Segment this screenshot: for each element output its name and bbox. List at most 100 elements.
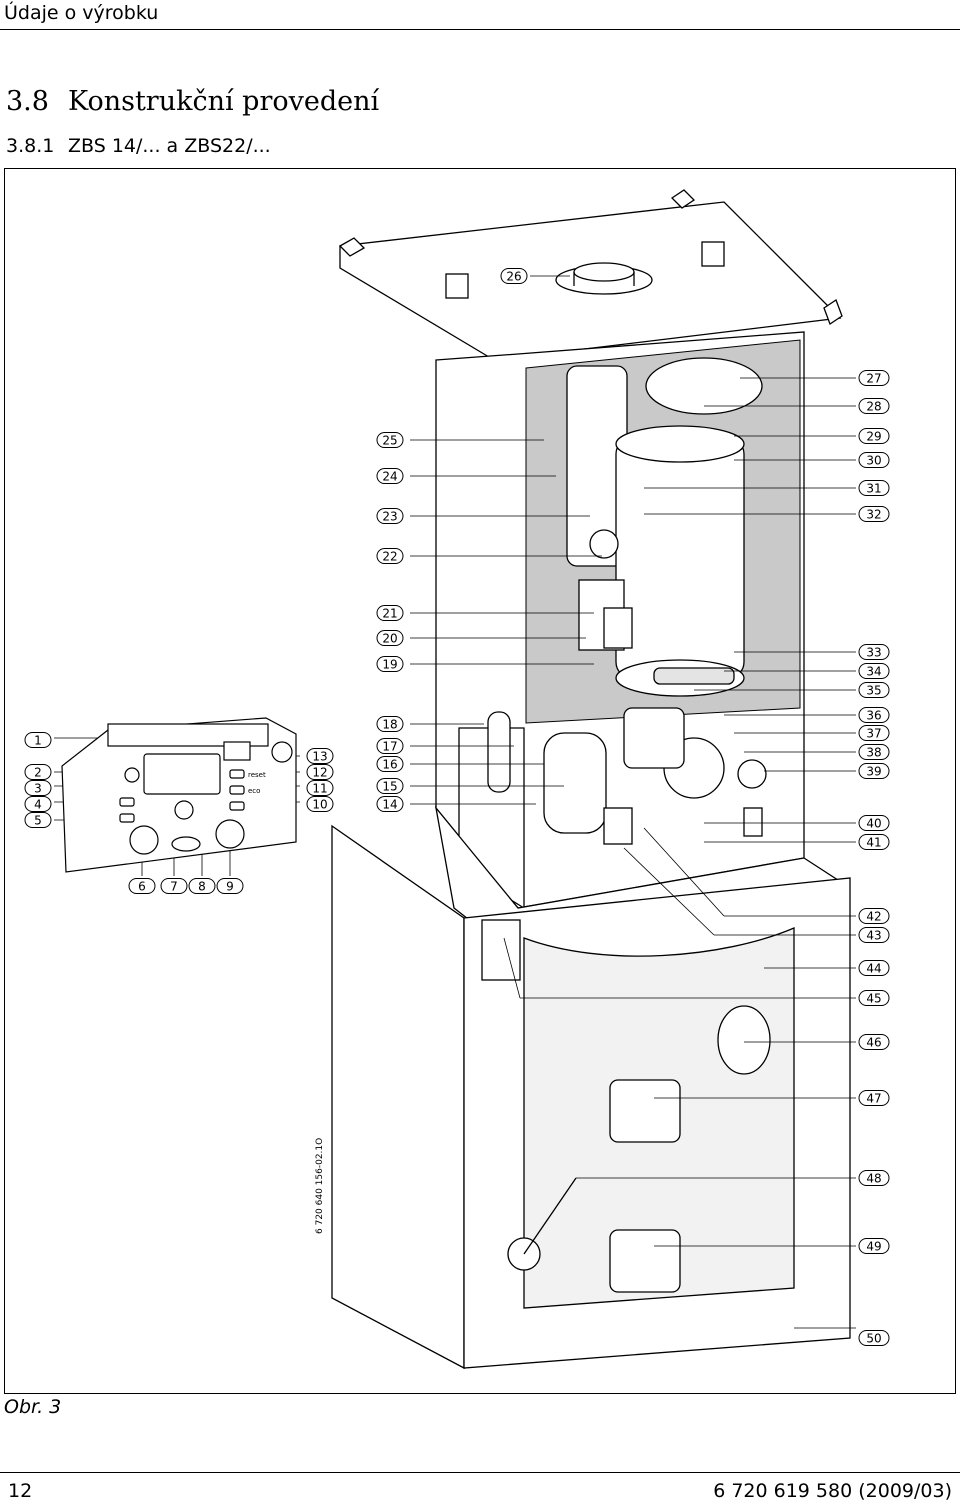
callout-number: 3: [34, 782, 42, 796]
callout-number: 40: [866, 817, 881, 831]
heat-exchanger-drawing: [615, 437, 745, 679]
callout-41: 41: [858, 834, 890, 850]
callout-8: 8: [188, 878, 216, 894]
callout-number: 19: [382, 658, 397, 672]
callout-number: 27: [866, 372, 881, 386]
callout-14: 14: [376, 796, 404, 812]
callout-number: 9: [226, 880, 234, 894]
page-number: 12: [8, 1480, 33, 1502]
callout-number: 8: [198, 880, 206, 894]
callout-28: 28: [858, 398, 890, 414]
callout-number: 35: [866, 684, 881, 698]
callout-number: 15: [382, 780, 397, 794]
callout-number: 2: [34, 766, 42, 780]
callout-number: 30: [866, 454, 881, 468]
callout-35: 35: [858, 682, 890, 698]
footer-rule: [0, 1472, 960, 1473]
callout-29: 29: [858, 428, 890, 444]
callout-7: 7: [160, 878, 188, 894]
callout-34: 34: [858, 663, 890, 679]
subsection-number: 3.8.1: [6, 135, 55, 157]
running-header: Údaje o výrobku: [0, 0, 960, 30]
callout-4: 4: [24, 796, 52, 812]
callout-44: 44: [858, 960, 890, 976]
callout-number: 45: [866, 992, 881, 1006]
callout-number: 46: [866, 1036, 881, 1050]
callout-number: 10: [312, 798, 327, 812]
callout-number: 50: [866, 1332, 881, 1346]
callout-11: 11: [306, 780, 334, 796]
callout-number: 16: [382, 758, 397, 772]
callout-49: 49: [858, 1238, 890, 1254]
boiler-exploded-drawing: reset eco 6 720 640 156-02.1O 1234567891…: [4, 168, 956, 1394]
lower-cabinet-left-drawing: [331, 824, 465, 1370]
callout-number: 22: [382, 550, 397, 564]
callout-number: 31: [866, 482, 881, 496]
callout-number: 4: [34, 798, 42, 812]
callout-37: 37: [858, 725, 890, 741]
callout-number: 14: [382, 798, 397, 812]
callout-21: 21: [376, 605, 404, 621]
callout-31: 31: [858, 480, 890, 496]
callout-number: 34: [866, 665, 881, 679]
callout-number: 5: [34, 814, 42, 828]
callout-10: 10: [306, 796, 334, 812]
callout-17: 17: [376, 738, 404, 754]
callout-number: 24: [382, 470, 397, 484]
callout-19: 19: [376, 656, 404, 672]
callout-24: 24: [376, 468, 404, 484]
callout-26: 26: [500, 268, 528, 284]
callout-30: 30: [858, 452, 890, 468]
callout-1: 1: [24, 732, 52, 748]
callout-50: 50: [858, 1330, 890, 1346]
callout-number: 23: [382, 510, 397, 524]
callout-number: 20: [382, 632, 397, 646]
callout-number: 32: [866, 508, 881, 522]
callout-2: 2: [24, 764, 52, 780]
callout-40: 40: [858, 815, 890, 831]
callout-number: 21: [382, 607, 397, 621]
callout-number: 11: [312, 782, 327, 796]
callout-6: 6: [128, 878, 156, 894]
drawing-code: 6 720 640 156-02.1O: [315, 1138, 325, 1234]
panel-eco-label: eco: [248, 787, 260, 795]
callout-number: 48: [866, 1172, 881, 1186]
callout-number: 38: [866, 746, 881, 760]
document-number: 6 720 619 580 (2009/03): [713, 1480, 952, 1502]
callout-45: 45: [858, 990, 890, 1006]
callout-16: 16: [376, 756, 404, 772]
callout-13: 13: [306, 748, 334, 764]
callout-number: 33: [866, 646, 881, 660]
callout-3: 3: [24, 780, 52, 796]
callout-number: 28: [866, 400, 881, 414]
callout-42: 42: [858, 908, 890, 924]
callout-9: 9: [216, 878, 244, 894]
figure-caption: Obr. 3: [4, 1396, 62, 1418]
callout-38: 38: [858, 744, 890, 760]
callout-number: 7: [170, 880, 178, 894]
header-title: Údaje o výrobku: [4, 2, 159, 24]
panel-reset-label: reset: [248, 771, 266, 779]
callout-36: 36: [858, 707, 890, 723]
callout-number: 26: [506, 270, 521, 284]
callout-number: 43: [866, 929, 881, 943]
subsection-title: ZBS 14/... a ZBS22/...: [68, 135, 271, 157]
callout-33: 33: [858, 644, 890, 660]
callout-32: 32: [858, 506, 890, 522]
callout-22: 22: [376, 548, 404, 564]
callout-number: 36: [866, 709, 881, 723]
callout-39: 39: [858, 763, 890, 779]
callout-number: 29: [866, 430, 881, 444]
callout-12: 12: [306, 764, 334, 780]
leader-lines: [54, 275, 856, 1329]
callout-27: 27: [858, 370, 890, 386]
subsection-heading: 3.8.1 ZBS 14/... a ZBS22/...: [6, 135, 271, 157]
header-rule: [0, 29, 960, 30]
callout-46: 46: [858, 1034, 890, 1050]
callout-23: 23: [376, 508, 404, 524]
callout-5: 5: [24, 812, 52, 828]
callout-number: 41: [866, 836, 881, 850]
callout-number: 17: [382, 740, 397, 754]
